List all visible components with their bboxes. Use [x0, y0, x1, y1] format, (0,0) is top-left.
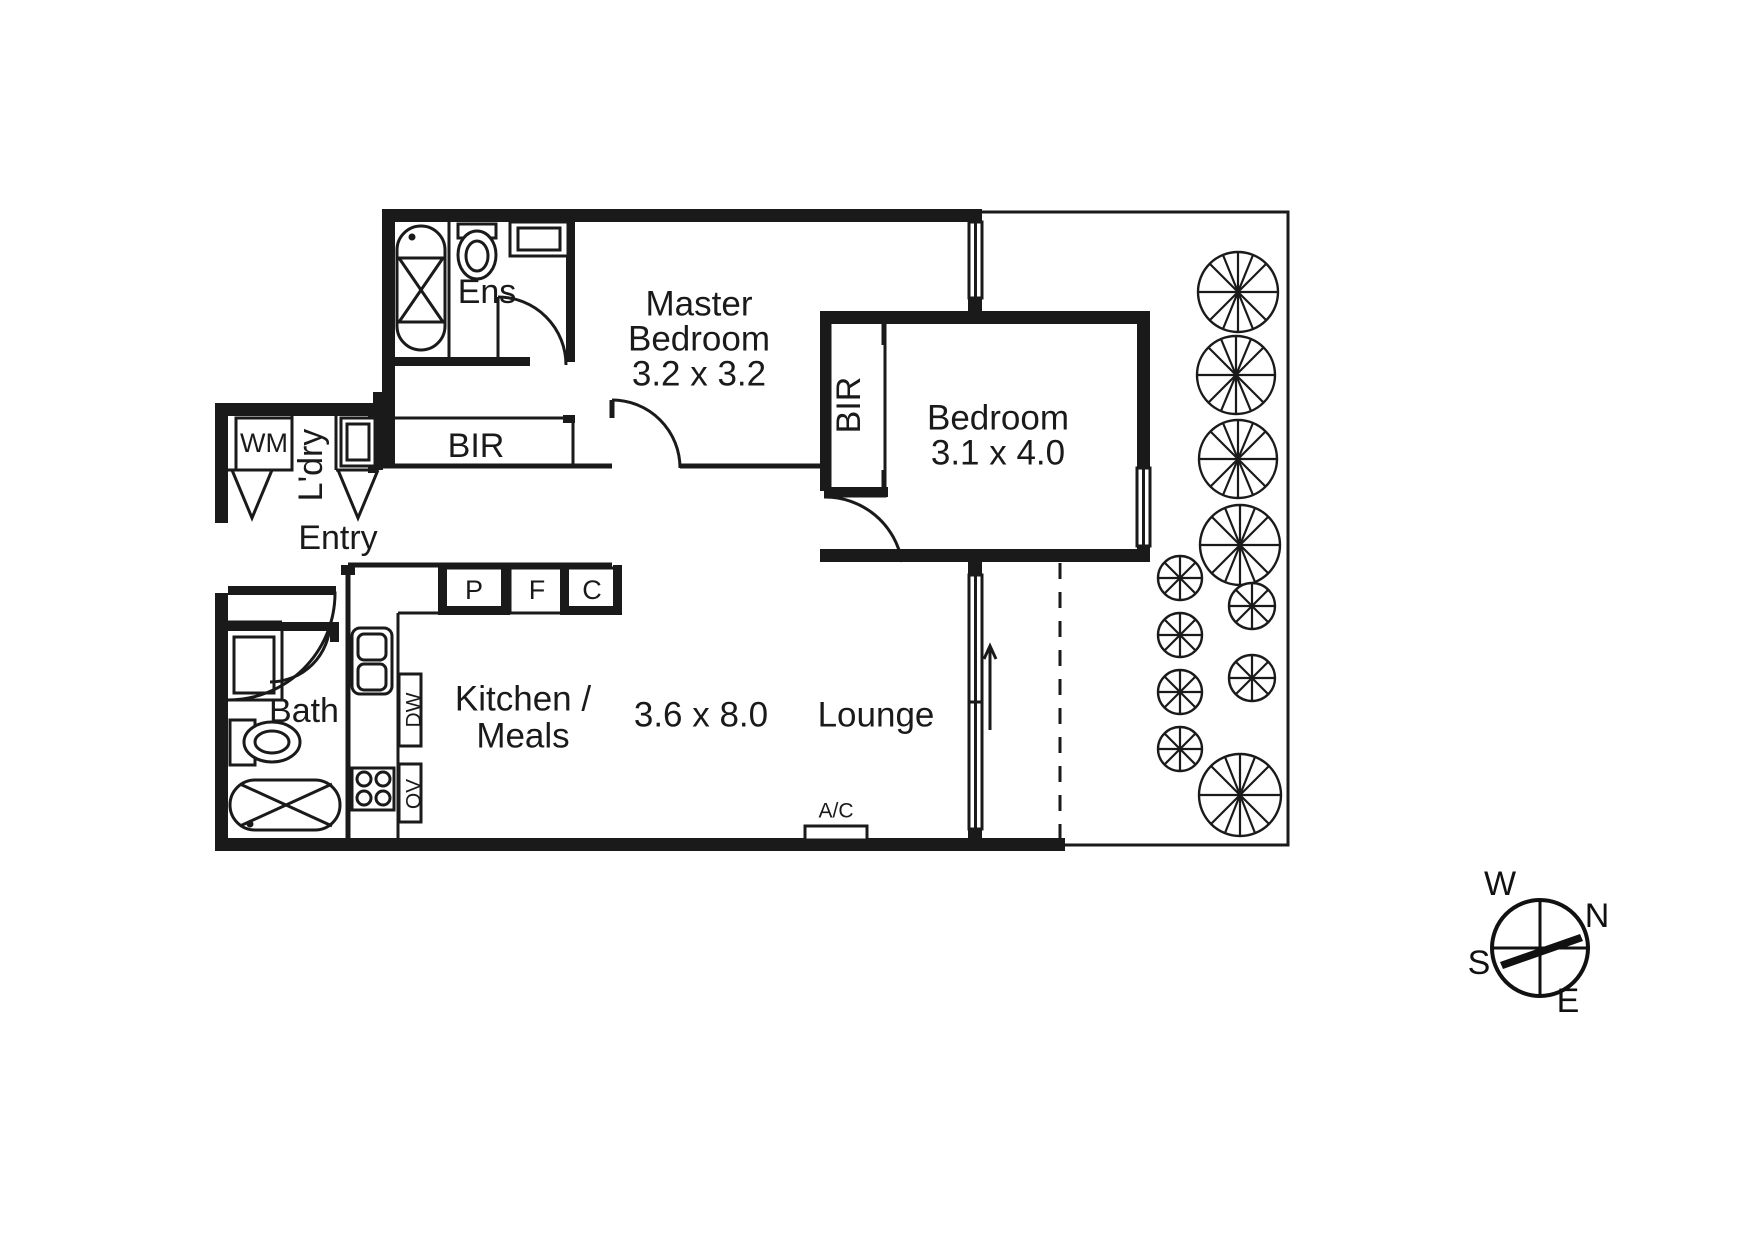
- room-label-kitchen-line2: Meals: [476, 716, 569, 755]
- compass-rose: W N S E: [1468, 865, 1610, 1020]
- room-dims-master: 3.2 x 3.2: [632, 354, 766, 393]
- exterior-walls: [215, 209, 1150, 851]
- cupboard-label: C: [582, 575, 602, 605]
- room-label-bath: Bath: [269, 692, 339, 730]
- kitchen-cabinet-cupboard: C: [560, 565, 622, 615]
- planter-tree-large-4: [1198, 503, 1282, 587]
- window-bedroom2-right: [1135, 466, 1152, 548]
- room-dims-lounge: 3.6 x 8.0: [634, 695, 768, 734]
- washing-machine-icon: WM: [234, 416, 294, 472]
- window-bedroom2-top: [967, 220, 984, 300]
- kitchen-cabinet-fridge: F: [508, 566, 567, 615]
- compass-south-label: S: [1468, 944, 1491, 982]
- planter-tree-large-3: [1197, 418, 1279, 500]
- sliding-door-lounge: [967, 573, 998, 831]
- planter-tree-large-5: [1197, 752, 1283, 838]
- toilet-icon-bath: [228, 718, 302, 767]
- dishwasher-label: DW: [403, 692, 426, 727]
- pantry-label: P: [465, 575, 483, 605]
- planter-shrub-small-3: [1156, 668, 1204, 716]
- bir-label-master: BIR: [448, 427, 505, 465]
- room-dims-bedroom2: 3.1 x 4.0: [931, 433, 1065, 472]
- laundry-trough-icon: [339, 416, 377, 468]
- kitchen-sink-icon: [350, 626, 394, 696]
- washing-machine-label: WM: [240, 428, 288, 458]
- door-arc-entry: [227, 591, 337, 702]
- door-arc-bedroom2: [823, 495, 904, 563]
- vanity-icon-ens: [508, 220, 570, 258]
- bir-label-bedroom2: BIR: [830, 377, 868, 434]
- room-label-bedroom2: Bedroom: [927, 398, 1069, 437]
- door-swing-laundry: [230, 469, 274, 522]
- room-label-lounge: Lounge: [818, 695, 935, 734]
- air-conditioner-label: A/C: [818, 800, 853, 823]
- fridge-label: F: [529, 575, 546, 605]
- planter-tree-large-1: [1196, 250, 1280, 334]
- door-swing-linen: [336, 469, 380, 522]
- planter-shrub-small-4: [1156, 725, 1204, 773]
- dishwasher-icon: DW: [397, 672, 426, 748]
- door-arc-master: [611, 398, 682, 469]
- compass-west-label: W: [1484, 865, 1516, 903]
- bathtub-icon: [228, 778, 342, 832]
- door-arc-ens: [497, 295, 568, 366]
- air-conditioner-icon: A/C: [803, 800, 869, 842]
- planter-tree-large-2: [1195, 334, 1277, 416]
- room-label-master-line2: Bedroom: [628, 319, 770, 358]
- oven-label: OV: [403, 779, 426, 809]
- planter-shrub-small-1: [1156, 554, 1204, 602]
- room-label-laundry: L'dry: [292, 429, 330, 502]
- kitchen-cabinet-pantry: P: [438, 565, 510, 615]
- door-leaf-entry: [228, 586, 336, 595]
- oven-icon: OV: [397, 762, 426, 824]
- room-label-master-line1: Master: [646, 284, 753, 323]
- toilet-icon-ens: [456, 222, 498, 281]
- planter-shrub-small-2: [1156, 611, 1204, 659]
- shower-icon: [395, 224, 447, 352]
- room-label-ens: Ens: [458, 273, 517, 311]
- room-label-kitchen-line1: Kitchen /: [455, 679, 591, 718]
- vanity-icon-bath: [232, 635, 276, 695]
- door-arc-bath: [269, 621, 332, 684]
- room-label-entry: Entry: [298, 519, 377, 557]
- balcony-outline: [980, 210, 1290, 847]
- compass-north-label: N: [1585, 897, 1610, 935]
- planter-shrub-small-6: [1227, 653, 1277, 703]
- planter-shrub-small-5: [1227, 581, 1277, 631]
- compass-east-label: E: [1557, 982, 1580, 1020]
- cooktop-icon: [350, 766, 396, 812]
